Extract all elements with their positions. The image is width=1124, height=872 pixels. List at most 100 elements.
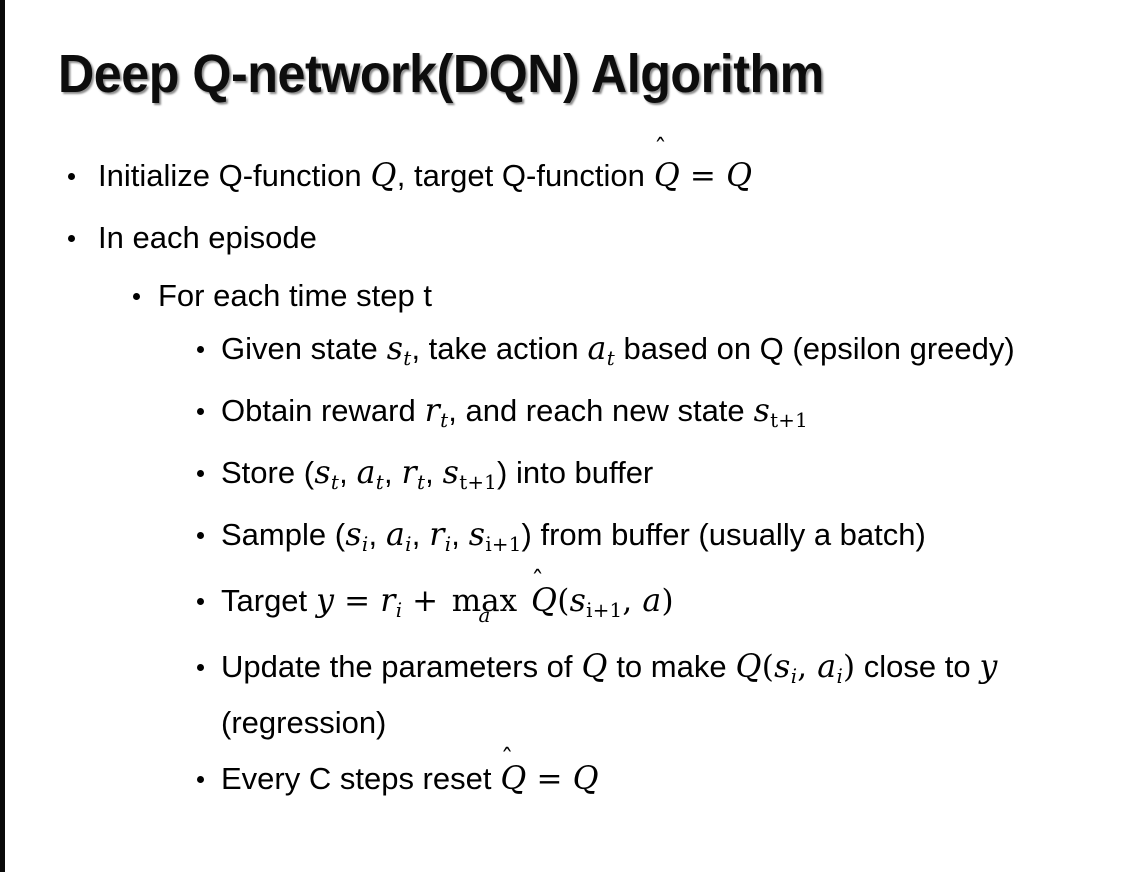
text-run: Store ( (221, 454, 315, 490)
math-var-a: a (817, 648, 837, 685)
math-max-limit: a (478, 603, 491, 627)
math-var-q: Q (581, 648, 608, 685)
bullet-dot-icon (197, 469, 204, 477)
math-subscript: t (403, 346, 412, 370)
text-run: close to (855, 648, 980, 684)
math-subscript: t (606, 346, 615, 370)
math-var-q: Q (572, 760, 599, 797)
bullet-obtain-reward-text: Obtain reward rt, and reach new state st… (221, 388, 1094, 444)
text-run: based on Q (epsilon greedy) (614, 331, 1015, 366)
math-var-a: a (356, 454, 376, 491)
text-run: Update the parameters of (221, 648, 582, 684)
text-run: ) from buffer (usually a batch) (521, 516, 926, 552)
bullet-obtain-reward: Obtain reward rt, and reach new state st… (0, 388, 1124, 444)
math-space (716, 158, 726, 194)
math-space (370, 583, 380, 619)
text-run: (regression) (221, 704, 387, 740)
text-run: Obtain reward (221, 392, 425, 428)
text-run: , (368, 516, 386, 552)
math-space (402, 583, 412, 619)
math-var-s: s (345, 516, 362, 553)
math-subscript: i (790, 664, 798, 688)
text-run: Target (221, 582, 316, 618)
text-run: Every C steps reset (221, 760, 501, 796)
math-var-s2: s (442, 454, 459, 491)
math-space (527, 761, 537, 797)
math-equals (680, 158, 690, 194)
math-var-y: y (316, 582, 334, 619)
math-paren-open: ( (557, 582, 570, 619)
math-paren-open: ( (761, 648, 774, 685)
math-glyph: Q (530, 582, 557, 619)
math-comma: , (622, 582, 643, 619)
bullet-sample-text: Sample (si, ai, ri, si+1) from buffer (u… (221, 512, 1094, 568)
math-space (334, 583, 344, 619)
bullet-each-episode-text: In each episode (98, 220, 317, 255)
math-var-r: r (401, 454, 417, 491)
bullet-update: Update the parameters of Q to make Q(si,… (0, 644, 1124, 746)
bullet-each-episode: In each episode (0, 208, 1124, 268)
math-subscript-text: t+1 (459, 470, 498, 494)
math-var-s: s (314, 454, 331, 491)
bullet-dot-icon (197, 597, 204, 605)
math-var-a: a (386, 516, 405, 553)
math-subscript: t (330, 470, 340, 494)
math-var-q-hat: ̂Q (654, 146, 681, 206)
text-run: , (425, 454, 443, 490)
math-var-r: r (380, 582, 396, 619)
math-subscript: i+1 (485, 533, 521, 556)
math-equals-sign: = (344, 582, 371, 619)
bullet-list: Initialize Q-function Q, target Q-functi… (0, 146, 1124, 802)
math-glyph: Q (500, 760, 527, 797)
slide-left-border (0, 0, 5, 872)
bullet-reset-text: Every C steps reset ̂Q = Q (221, 756, 1094, 802)
bullet-time-step: For each time step t (0, 270, 1124, 322)
bullet-given-state-text: Given state st, take action at based on … (221, 326, 1094, 382)
text-run: , (383, 454, 402, 490)
math-space (562, 761, 572, 797)
math-paren-close: ) (843, 648, 856, 685)
math-paren-close: ) (661, 582, 674, 619)
bullet-dot-icon (197, 531, 204, 539)
math-var-s: s (753, 392, 770, 429)
math-subscript: i (361, 532, 369, 556)
bullet-update-text: Update the parameters of Q to make Q(si,… (221, 644, 1094, 746)
math-var-s2: s (468, 516, 486, 553)
text-run: , (339, 454, 357, 490)
math-var-q: Q (370, 158, 397, 194)
bullet-dot-icon (68, 235, 75, 242)
math-plus-sign: + (412, 582, 439, 619)
bullet-sample: Sample (si, ai, ri, si+1) from buffer (u… (0, 512, 1124, 568)
text-run: Sample ( (221, 516, 346, 552)
bullet-dot-icon (197, 775, 204, 783)
math-var-q2: Q (726, 158, 752, 194)
math-subscript: i (405, 532, 412, 556)
math-comma: , (797, 648, 817, 685)
math-subscript: i (836, 664, 844, 688)
bullet-dot-icon (197, 346, 204, 353)
bullet-dot-icon (197, 663, 204, 671)
math-subscript-text: i+1 (586, 598, 623, 622)
math-space (438, 583, 448, 619)
bullet-store: Store (st, at, rt, st+1) into buffer (0, 450, 1124, 506)
text-run: , target Q-function (396, 158, 654, 193)
text-run: , (451, 516, 469, 552)
bullet-time-step-text: For each time step t (158, 278, 432, 313)
page-title: Deep Q-network(DQN) Algorithm (58, 44, 824, 104)
math-subscript: i (395, 598, 403, 622)
math-var-q2: Q (735, 648, 762, 685)
text-run: Initialize Q-function (98, 158, 371, 193)
math-var-r: r (424, 392, 440, 429)
math-subscript-text: t+1 (770, 408, 808, 432)
text-run: , (411, 516, 429, 552)
math-var-r: r (429, 516, 445, 553)
math-var-s: s (569, 582, 586, 619)
bullet-dot-icon (68, 173, 75, 180)
bullet-dot-icon (133, 293, 140, 300)
bullet-given-state: Given state st, take action at based on … (0, 326, 1124, 382)
math-subscript-text: i+1 (485, 532, 522, 556)
text-run: , and reach new state (448, 392, 754, 428)
